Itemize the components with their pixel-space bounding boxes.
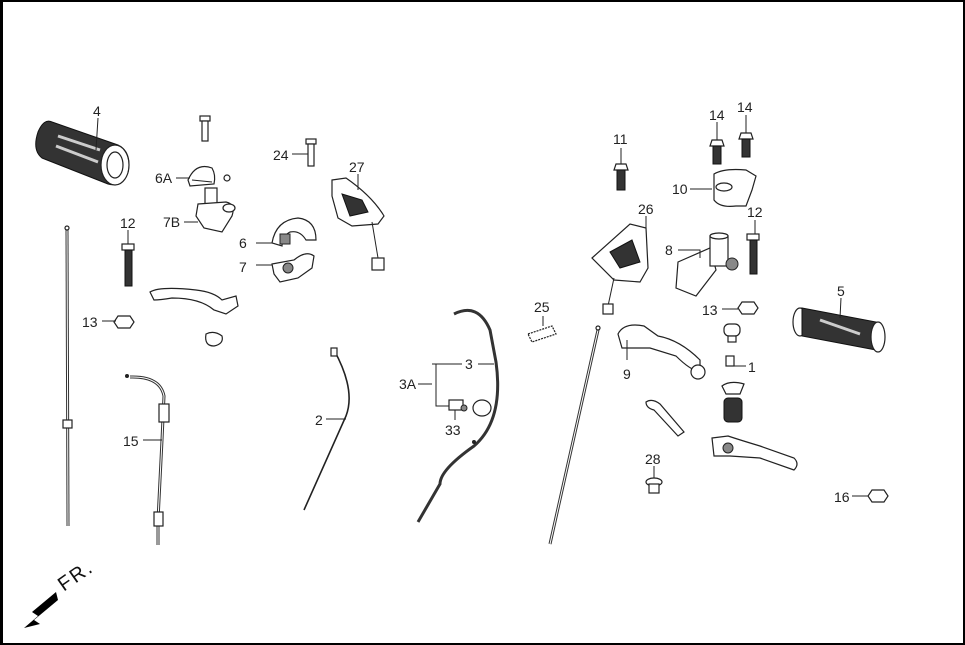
callout-28: 28 [645, 451, 661, 467]
clip-28-part [645, 477, 663, 494]
callout-9: 9 [623, 366, 631, 382]
throttle-housing-10-part [713, 168, 757, 207]
left-switch-27-part [331, 177, 385, 271]
master-cylinder-8-part [675, 232, 739, 297]
callout-3: 3 [465, 356, 473, 372]
throttle-cable-15-part [125, 374, 170, 545]
clutch-lever-right-part [711, 435, 798, 471]
callout-13-left: 13 [82, 314, 98, 330]
callout-15: 15 [123, 433, 139, 449]
callout-33: 33 [445, 422, 461, 438]
switch-housing-6-part [271, 217, 317, 247]
callout-14-b: 14 [737, 99, 753, 115]
callout-3a: 3A [399, 376, 417, 392]
right-switch-26-part [591, 223, 649, 315]
callout-25: 25 [534, 299, 550, 315]
callout-27: 27 [349, 159, 365, 175]
callout-14-a: 14 [709, 107, 725, 123]
switch-housing-7-part [271, 253, 315, 283]
callout-10: 10 [672, 181, 688, 197]
callout-6a: 6A [155, 170, 173, 186]
callout-16: 16 [834, 489, 850, 505]
callout-5: 5 [837, 283, 845, 299]
pivot-bolt-left-part [121, 243, 135, 287]
right-grip-5-part [792, 307, 886, 353]
callout-12-left: 12 [120, 215, 136, 231]
brake-lever-9-part [617, 324, 706, 380]
rubber-block-25-part [527, 325, 557, 343]
cable-2-part [303, 347, 350, 511]
right-long-cable-part [548, 325, 601, 545]
callout-11: 11 [613, 131, 628, 147]
callout-4: 4 [93, 103, 101, 119]
callout-2: 2 [315, 412, 323, 428]
callout-26: 26 [638, 201, 654, 217]
bolt-14a-part [709, 139, 725, 165]
bolt-part [199, 115, 211, 142]
lever-link-part [645, 399, 685, 437]
pivot-bolt-right-part [746, 233, 760, 275]
nut-left-part [113, 315, 135, 329]
lever-adjuster-1-part [721, 323, 745, 423]
bolt-11-part [613, 163, 629, 191]
nut-16-part [867, 489, 889, 503]
callout-8: 8 [665, 242, 673, 258]
callout-12-right: 12 [747, 204, 763, 220]
lever-holder-7b-part [195, 187, 236, 233]
bolt-14b-part [738, 132, 754, 158]
cable-clamp-33-part [448, 399, 492, 417]
bolt-24-part [305, 138, 317, 167]
callout-13-right: 13 [702, 302, 718, 318]
clutch-lever-part [149, 287, 239, 347]
switch-cover-6a-part [187, 165, 231, 187]
callout-7: 7 [239, 259, 247, 275]
left-long-cable-part [62, 225, 73, 527]
front-direction-arrow-icon [24, 592, 58, 628]
callout-1: 1 [748, 359, 756, 375]
nut-right-part [737, 301, 759, 315]
callout-24: 24 [273, 147, 289, 163]
clutch-cable-3-part [416, 309, 500, 523]
callout-7b: 7B [163, 214, 181, 230]
callout-6: 6 [239, 235, 247, 251]
left-grip-part [35, 120, 130, 186]
